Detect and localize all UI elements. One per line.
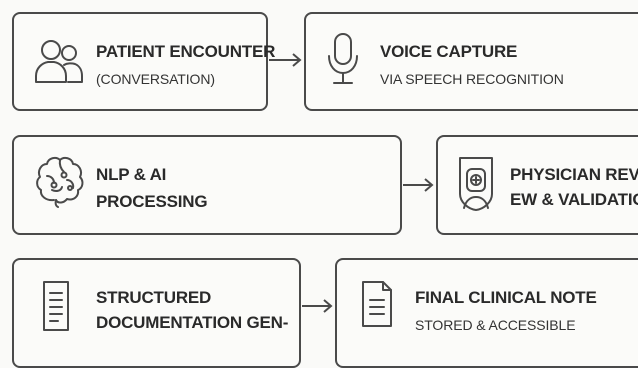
step-subtitle: STORED & ACCESSIBLE — [415, 317, 576, 333]
step-nlp-ai-processing: NLP & AI PROCESSING — [12, 135, 402, 235]
step-physician-review: PHYSICIAN REV- EW & VALIDATION — [436, 135, 638, 235]
arrow-right — [269, 53, 302, 67]
step-title-line2: EW & VALIDATION — [510, 190, 638, 209]
arrow-right — [403, 178, 434, 192]
step-title-line1: NLP & AI — [96, 165, 167, 184]
step-title: FINAL CLINICAL NOTE — [415, 288, 597, 307]
step-final-clinical-note: FINAL CLINICAL NOTE STORED & ACCESSIBLE — [335, 258, 638, 368]
step-title-line1: PHYSICIAN REV- — [510, 165, 638, 184]
microphone-icon — [326, 32, 360, 88]
clinical-note-icon — [359, 280, 395, 330]
step-subtitle: VIA SPEECH RECOGNITION — [380, 71, 564, 87]
step-structured-documentation: STRUCTURED DOCUMENTATION GEN- — [12, 258, 301, 368]
step-title-line2: DOCUMENTATION GEN- — [96, 313, 289, 332]
step-title: PATIENT ENCOUNTER — [96, 42, 276, 61]
physician-shield-icon — [456, 154, 496, 212]
document-icon — [40, 280, 72, 334]
step-title-line1: STRUCTURED — [96, 288, 212, 307]
step-title-line2: PROCESSING — [96, 192, 208, 211]
step-voice-capture: VOICE CAPTURE VIA SPEECH RECOGNITION — [304, 12, 638, 111]
step-title: VOICE CAPTURE — [380, 42, 518, 61]
patients-icon — [34, 38, 84, 84]
step-subtitle: (CONVERSATION) — [96, 71, 215, 87]
brain-icon — [34, 154, 86, 208]
step-patient-encounter: PATIENT ENCOUNTER (CONVERSATION) — [12, 12, 275, 111]
arrow-right — [302, 299, 333, 313]
